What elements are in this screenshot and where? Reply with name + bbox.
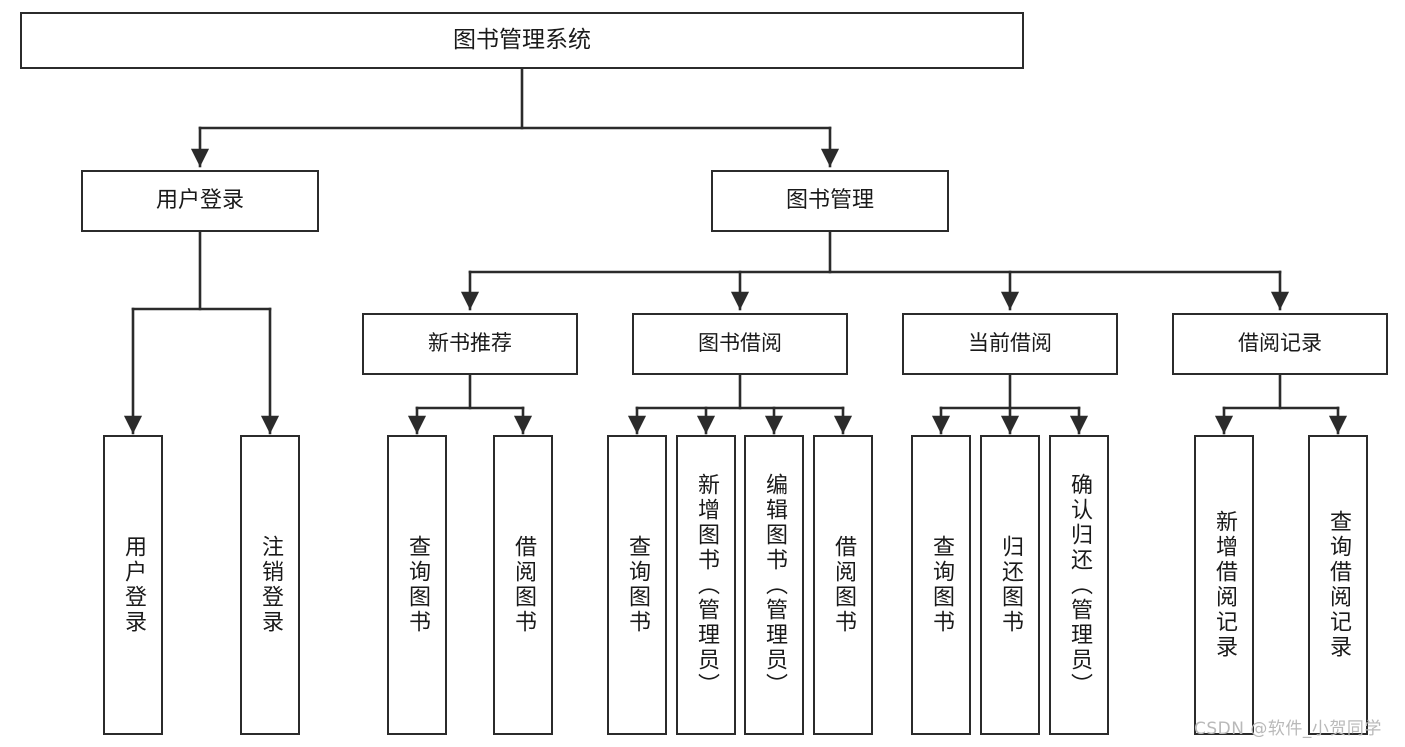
node-label: 借阅图书 — [511, 535, 536, 635]
node-leaf-current-borrow-return[interactable]: 归还图书 — [980, 435, 1040, 735]
node-leaf-new-book-query[interactable]: 查询图书 — [387, 435, 447, 735]
node-label: 查询图书 — [929, 535, 954, 635]
node-current-borrow[interactable]: 当前借阅 — [902, 313, 1118, 375]
node-label: 新增借阅记录 — [1212, 510, 1237, 660]
node-book-management[interactable]: 图书管理 — [711, 170, 949, 232]
node-label: 确认归还（管理员） — [1067, 472, 1092, 698]
node-label: 新书推荐 — [428, 331, 512, 356]
node-label: 借阅记录 — [1238, 331, 1322, 356]
node-label: 查询图书 — [625, 535, 650, 635]
node-book-borrow[interactable]: 图书借阅 — [632, 313, 848, 375]
node-label: 查询图书 — [405, 535, 430, 635]
node-label: 借阅图书 — [831, 535, 856, 635]
node-label: 用户登录 — [155, 187, 244, 213]
node-leaf-book-borrow-edit[interactable]: 编辑图书（管理员） — [744, 435, 804, 735]
node-leaf-current-borrow-query[interactable]: 查询图书 — [911, 435, 971, 735]
node-label: 用户登录 — [121, 535, 146, 635]
node-borrow-record[interactable]: 借阅记录 — [1172, 313, 1388, 375]
node-leaf-borrow-record-query[interactable]: 查询借阅记录 — [1308, 435, 1368, 735]
node-label: 当前借阅 — [968, 331, 1052, 356]
node-label: 图书管理 — [785, 187, 874, 213]
node-label: 查询借阅记录 — [1326, 510, 1351, 660]
node-label: 图书借阅 — [698, 331, 782, 356]
node-leaf-current-borrow-confirm-return[interactable]: 确认归还（管理员） — [1049, 435, 1109, 735]
node-leaf-user-login-signout[interactable]: 注销登录 — [240, 435, 300, 735]
node-leaf-user-login-signin[interactable]: 用户登录 — [103, 435, 163, 735]
node-leaf-borrow-record-add[interactable]: 新增借阅记录 — [1194, 435, 1254, 735]
node-label: 编辑图书（管理员） — [762, 472, 787, 698]
node-new-book-recommend[interactable]: 新书推荐 — [362, 313, 578, 375]
node-label: 图书管理系统 — [453, 26, 591, 53]
node-label: 新增图书（管理员） — [694, 472, 719, 698]
node-root-book-management-system[interactable]: 图书管理系统 — [20, 12, 1024, 69]
node-label: 归还图书 — [998, 535, 1023, 635]
node-leaf-book-borrow-lend[interactable]: 借阅图书 — [813, 435, 873, 735]
node-leaf-book-borrow-query[interactable]: 查询图书 — [607, 435, 667, 735]
node-leaf-new-book-borrow[interactable]: 借阅图书 — [493, 435, 553, 735]
node-user-login[interactable]: 用户登录 — [81, 170, 319, 232]
node-label: 注销登录 — [258, 535, 283, 635]
node-leaf-book-borrow-add[interactable]: 新增图书（管理员） — [676, 435, 736, 735]
